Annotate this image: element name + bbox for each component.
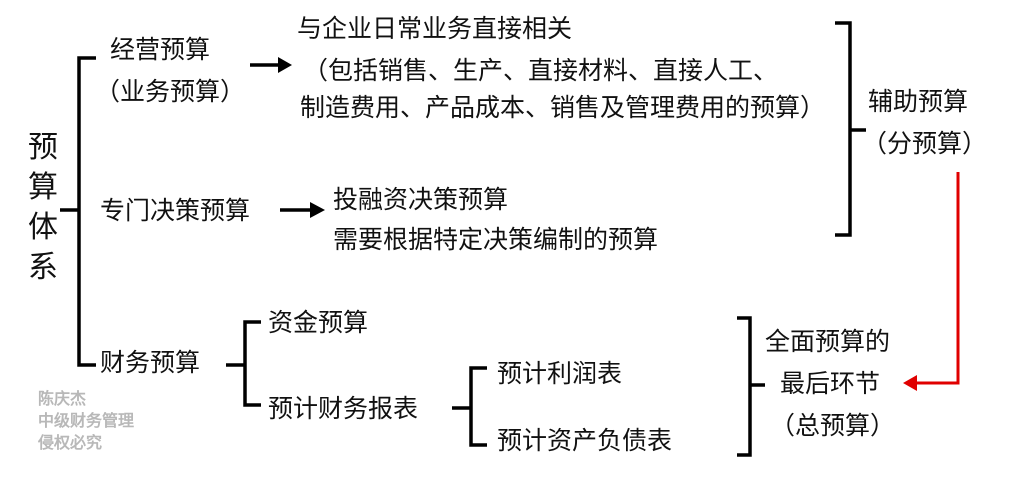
auxiliary-title: 辅助预算 (868, 87, 969, 116)
cash-budget: 资金预算 (268, 308, 369, 337)
master-line-3: （总预算） (770, 411, 896, 440)
operating-desc-1: 与企业日常业务直接相关 (297, 14, 573, 43)
financial-bracket (226, 320, 261, 407)
pro-forma-income: 预计利润表 (497, 359, 623, 388)
watermark-line-2: 中级财务管理 (38, 411, 135, 430)
pro-forma-balance: 预计资产负债表 (497, 426, 673, 455)
watermark: 陈庆杰 中级财务管理 侵权必究 (38, 388, 134, 454)
red-arrow-head (903, 375, 917, 391)
operating-title: 经营预算 (110, 35, 211, 64)
arrow-operating-head (278, 57, 292, 73)
watermark-line-1: 陈庆杰 (38, 389, 87, 408)
main-bracket (60, 56, 96, 367)
red-connector (915, 172, 960, 385)
pro-forma-statements: 预计财务报表 (268, 394, 419, 423)
arrow-special-head (310, 202, 325, 218)
special-title: 专门决策预算 (100, 196, 251, 225)
special-desc-1: 投融资决策预算 (333, 185, 509, 214)
special-desc-2: 需要根据特定决策编制的预算 (333, 225, 659, 254)
master-line-1: 全面预算的 (765, 327, 891, 356)
operating-desc-2: （包括销售、生产、直接材料、直接人工、 (303, 56, 779, 85)
auxiliary-bracket (835, 21, 866, 237)
auxiliary-subtitle: （分预算） (862, 129, 988, 158)
financial-title: 财务预算 (100, 348, 201, 377)
master-bracket (737, 316, 765, 457)
root-label: 预算体系 (28, 130, 58, 285)
watermark-line-3: 侵权必究 (38, 433, 103, 452)
master-line-2: 最后环节 (780, 369, 881, 398)
statements-bracket (452, 366, 487, 447)
operating-subtitle: （业务预算） (95, 77, 246, 106)
operating-desc-3: 制造费用、产品成本、销售及管理费用的预算） (300, 93, 826, 122)
